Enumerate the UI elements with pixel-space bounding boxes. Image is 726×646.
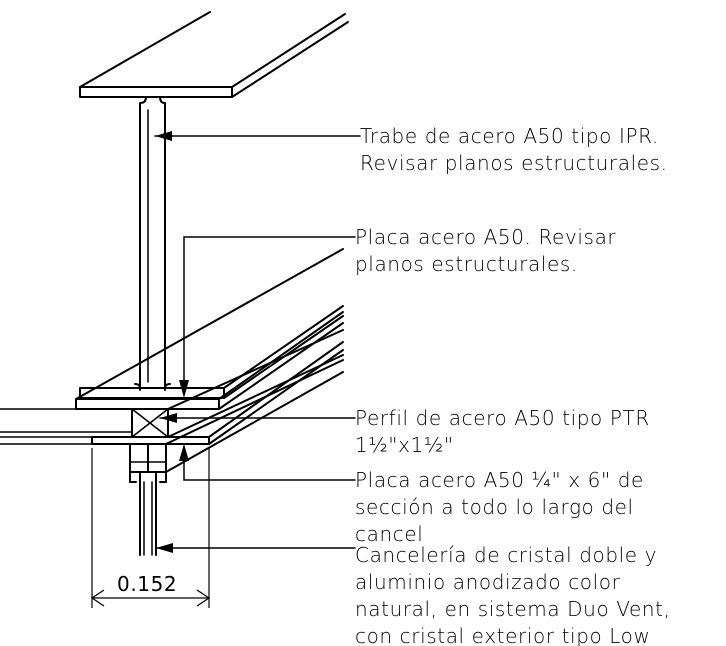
beam-label-line1: Trabe de acero A50 tipo IPR.	[360, 124, 659, 148]
beam-web	[139, 96, 166, 391]
lower-plate	[91, 341, 344, 445]
dimension-label: 0.152	[117, 572, 177, 596]
dimension-width: 0.152	[90, 448, 211, 608]
leader-ptr	[159, 413, 356, 423]
plate-label-line2: planos estructurales.	[355, 252, 578, 276]
break-lines	[0, 408, 133, 445]
steel-plate	[75, 248, 344, 410]
lower-plate-label-line3: cancel	[355, 522, 423, 546]
leader-plate	[179, 236, 356, 398]
window-label-line3: natural, en sistema Duo Vent,	[355, 597, 671, 621]
beam-label-line2: Revisar planos estructurales.	[360, 151, 668, 175]
ptr-label-line2: 1½"x1½"	[355, 433, 454, 457]
window-frame	[129, 359, 344, 556]
plate-label-line1: Placa acero A50. Revisar	[355, 225, 616, 249]
window-label-line4: con cristal exterior tipo Low	[355, 624, 650, 646]
window-label-line1: Cancelería de cristal doble y	[355, 543, 657, 567]
beam-bottom-flange	[79, 305, 344, 399]
window-label-line2: aluminio anodizado color	[355, 570, 621, 594]
lower-plate-label-line2: sección a todo lo largo del	[355, 495, 634, 519]
beam-top-flange	[79, 11, 349, 98]
leader-window	[155, 543, 356, 553]
ptr-label-line1: Perfil de acero A50 tipo PTR	[355, 406, 650, 430]
lower-plate-label-line1: Placa acero A50 ¼" x 6" de	[355, 468, 644, 492]
leader-lower-plate	[179, 444, 356, 481]
leader-beam	[154, 131, 361, 141]
